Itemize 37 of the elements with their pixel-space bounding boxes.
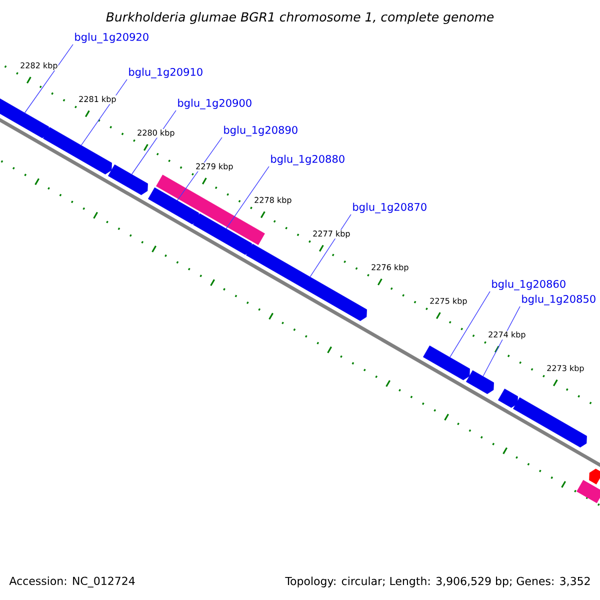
tick-label: 2280 kbp (136, 129, 176, 138)
tick-label: 2274 kbp (488, 330, 526, 340)
gene-block (423, 346, 470, 380)
gene-block (148, 187, 199, 224)
leader-line (310, 214, 352, 278)
tick-label: 2277 kbp (312, 230, 351, 239)
gene-block (246, 244, 367, 322)
tick-label: 2273 kbp (546, 364, 585, 374)
leader-line (450, 291, 490, 358)
gene-block (466, 370, 494, 394)
gene-block (0, 98, 49, 138)
gene-label: bglu_1g20870 (353, 202, 426, 214)
tick-label: 2282 kbp (20, 62, 58, 70)
leader-line (482, 306, 520, 377)
gene-block (43, 127, 112, 174)
tick-label: 2279 kbp (195, 162, 234, 172)
footer-text: Topology: circular; Length: 3,906,529 bp; Genes: 3,352 (285, 576, 590, 588)
tick-label: 2278 kbp (254, 196, 292, 206)
gene-label: bglu_1g20920 (75, 32, 148, 44)
gene-block (589, 468, 600, 484)
title: Burkholderia glumae BGR1 chromosome 1, complete genome (106, 12, 494, 24)
gene-label: bglu_1g20910 (129, 68, 202, 78)
gene-block (108, 164, 148, 196)
gene-label: bglu_1g20850 (522, 294, 596, 306)
tick-label: 2281 kbp (78, 95, 117, 104)
tick-label: 2275 kbp (429, 297, 468, 306)
gene-label: bglu_1g20900 (178, 98, 252, 110)
gene-block (513, 397, 587, 448)
gene-block (193, 213, 252, 255)
gene-label: bglu_1g20880 (271, 154, 344, 166)
gene-block (498, 388, 518, 408)
footer-text: Accession: NC_012724 (9, 576, 135, 588)
leader-line (24, 44, 74, 114)
leader-line (226, 166, 270, 230)
gene-label: bglu_1g20860 (492, 280, 566, 290)
gene-bar (576, 480, 600, 504)
gene-label: bglu_1g20890 (224, 126, 298, 136)
